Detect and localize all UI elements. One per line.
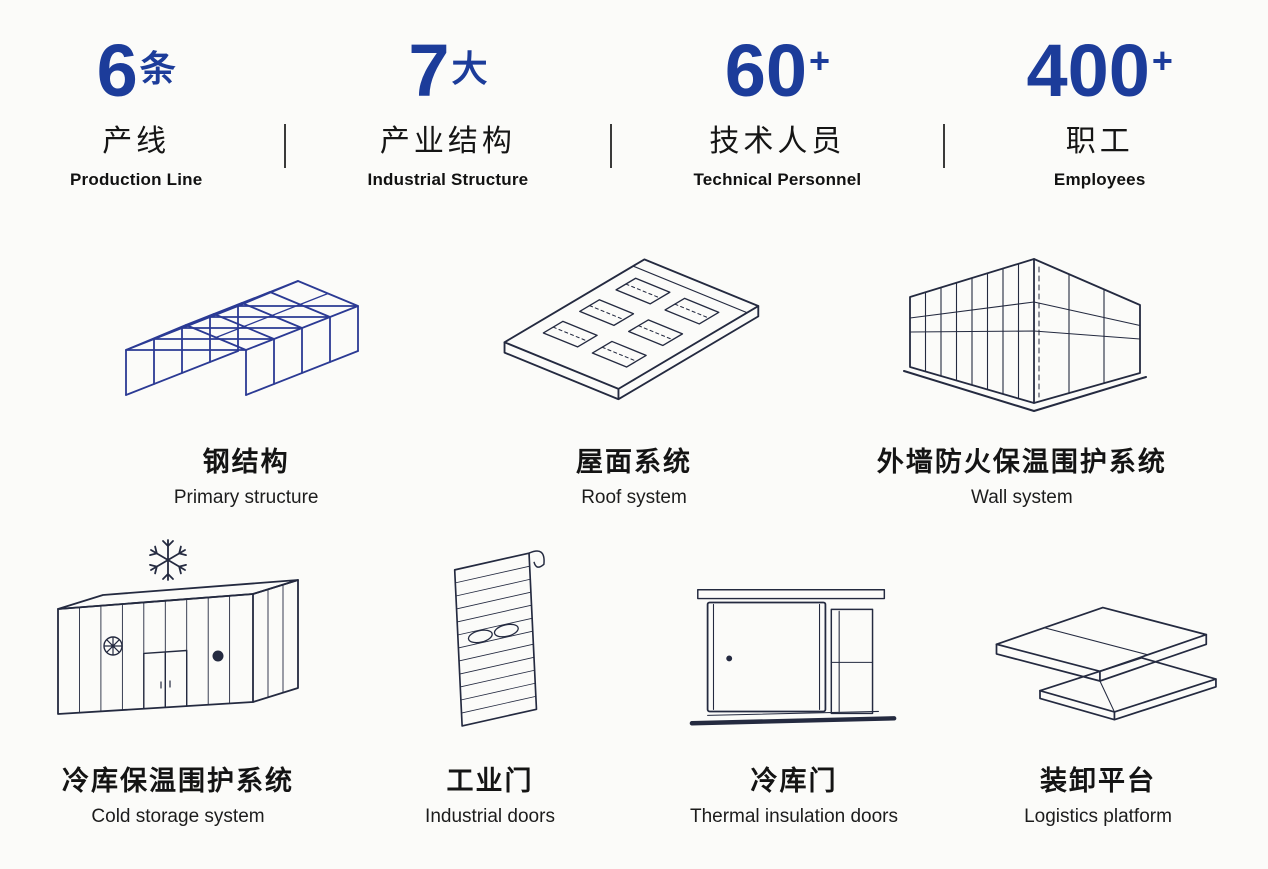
roof-system-icon: [503, 258, 760, 401]
stat-divider: [283, 124, 286, 168]
icon-box: [18, 531, 338, 739]
product-label-en: Thermal insulation doors: [689, 806, 899, 828]
icon-box: [489, 218, 779, 420]
stat-label-zh: 产业结构: [379, 125, 516, 159]
icon-box: [872, 218, 1172, 420]
product-label-en: Wall system: [970, 487, 1073, 509]
wall-system-icon: [902, 258, 1147, 413]
cold-storage-icon: [57, 539, 299, 716]
stat-number: 60: [724, 29, 808, 112]
product-industrial-door: 工业门 Industrial doors: [338, 531, 642, 828]
stat-number-group: 400 +: [1026, 29, 1173, 112]
stat-label-zh: 技术人员: [709, 125, 846, 159]
product-label-zh: 外墙防火保温围护系统: [876, 447, 1167, 478]
stat-unit: +: [1151, 40, 1173, 81]
snowflake-icon: [149, 539, 187, 582]
icon-box: [397, 531, 583, 739]
stat-unit: 条: [139, 48, 176, 89]
product-label-en: Roof system: [581, 487, 687, 509]
product-label-zh: 装卸平台: [1040, 766, 1156, 797]
loading-platform-icon: [995, 606, 1217, 721]
stat-divider: [942, 124, 945, 168]
products-row-2: 冷库保温围护系统 Cold storage system 工业门 Industr…: [0, 531, 1268, 828]
product-label-zh: 冷库门: [750, 766, 838, 797]
icon-box: [686, 531, 902, 739]
stats-row: 6 条 产线 Production Line 7 大 产业结构 Industri…: [0, 0, 1268, 190]
product-cold-storage: 冷库保温围护系统 Cold storage system: [18, 531, 338, 828]
stat-production-line: 6 条 产线 Production Line: [70, 29, 203, 190]
stat-label-en: Technical Personnel: [693, 170, 862, 190]
stat-label-en: Industrial Structure: [367, 170, 529, 190]
stat-label-en: Employees: [1053, 170, 1146, 190]
insulation-door-icon: [689, 589, 897, 726]
product-label-zh: 钢结构: [202, 447, 290, 478]
icon-box: [972, 531, 1224, 739]
product-label-en: Logistics platform: [1024, 806, 1172, 828]
stat-number: 7: [408, 29, 450, 112]
stat-label-zh: 职工: [1065, 125, 1134, 159]
stat-number-group: 6 条: [96, 29, 176, 112]
product-label-en: Cold storage system: [91, 806, 265, 828]
product-wall-system: 外墙防火保温围护系统 Wall system: [804, 218, 1240, 509]
product-loading-platform: 装卸平台 Logistics platform: [946, 531, 1250, 828]
product-label-zh: 屋面系统: [575, 447, 692, 478]
stat-number-group: 60 +: [724, 29, 831, 112]
stat-number: 400: [1026, 29, 1150, 112]
product-label-zh: 工业门: [446, 766, 534, 797]
product-label-en: Primary structure: [173, 487, 319, 509]
stat-employees: 400 + 职工 Employees: [1026, 29, 1173, 190]
icon-box: [96, 218, 396, 420]
stat-technical-personnel: 60 + 技术人员 Technical Personnel: [693, 29, 862, 190]
stat-unit: 大: [451, 48, 488, 89]
stat-label-en: Production Line: [70, 170, 203, 190]
steel-structure-icon: [125, 280, 360, 397]
stat-label-zh: 产线: [102, 125, 171, 159]
product-label-zh: 冷库保温围护系统: [62, 766, 294, 797]
product-label-en: Industrial doors: [425, 806, 555, 828]
product-roof-system: 屋面系统 Roof system: [464, 218, 803, 509]
stat-unit: +: [809, 40, 831, 81]
product-insulation-door: 冷库门 Thermal insulation doors: [642, 531, 946, 828]
stat-industrial-structure: 7 大 产业结构 Industrial Structure: [367, 29, 529, 190]
stat-number-group: 7 大: [408, 29, 488, 112]
industrial-door-icon: [453, 550, 545, 728]
products-row-1: 钢结构 Primary structure: [0, 218, 1268, 509]
stat-number: 6: [96, 29, 138, 112]
product-steel-structure: 钢结构 Primary structure: [28, 218, 464, 509]
stat-divider: [609, 124, 612, 168]
